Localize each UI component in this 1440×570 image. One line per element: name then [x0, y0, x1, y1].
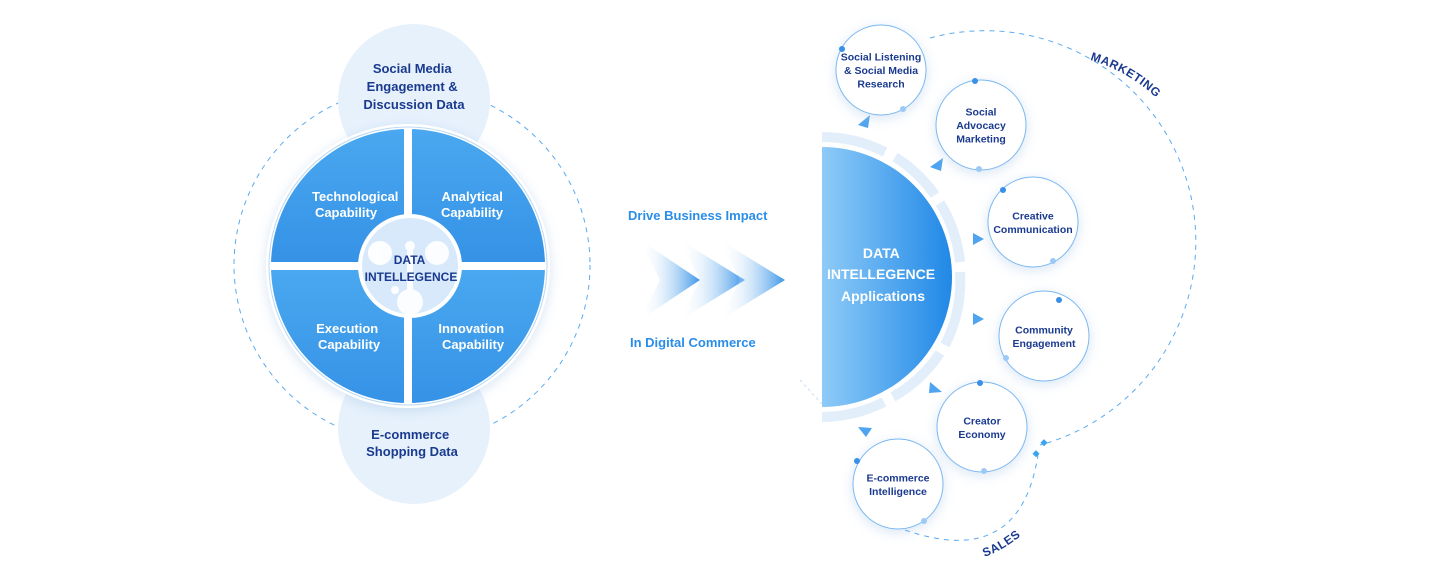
- arc-junction-marker: [1040, 439, 1048, 447]
- arrow-marker-icon: [858, 115, 870, 128]
- orbit-dot: [921, 518, 927, 524]
- outer-dashed-ring: [233, 86, 591, 444]
- quadrant-label-analytical: Analytical Capability: [441, 189, 507, 220]
- group-label-marketing: MARKETING: [1089, 49, 1164, 100]
- orbit-dot: [854, 458, 860, 464]
- arrow-marker-icon: [973, 313, 984, 325]
- source-label-ecommerce: E-commerce Shopping Data: [366, 427, 458, 459]
- orbit-dot: [1056, 297, 1062, 303]
- orbit-dot: [900, 106, 906, 112]
- application-circle: [852, 438, 944, 530]
- quadrant-label-technological: Technological Capability: [312, 189, 402, 220]
- capability-plate-rim: [268, 126, 548, 406]
- application-circle: [998, 290, 1090, 382]
- chevron-arrow-2: [680, 240, 745, 320]
- orbit-dot: [1003, 355, 1009, 361]
- quadrant-label-innovation: Innovation Capability: [438, 321, 507, 352]
- center-hub-label: DATA INTELLEGENCE: [365, 253, 458, 284]
- arrow-markers: [858, 115, 984, 437]
- hub-segmented-ring: [821, 132, 966, 422]
- orbit-dot: [977, 380, 983, 386]
- orbit-dot: [976, 166, 982, 172]
- orbit-dot: [972, 78, 978, 84]
- group-label-sales: SALES: [980, 527, 1023, 560]
- arrow-marker-icon: [973, 233, 984, 245]
- arc-junction-marker-2: [1032, 450, 1040, 458]
- left-panel: Social Media Engagement & Discussion Dat…: [233, 24, 591, 504]
- sales-dashed-arc: [904, 454, 1039, 541]
- chevron-arrow-1: [640, 240, 700, 320]
- orbit-dot: [981, 468, 987, 474]
- arrow-marker-icon: [930, 158, 943, 171]
- source-label-social: Social Media Engagement & Discussion Dat…: [363, 61, 465, 112]
- orbit-dot: [839, 46, 845, 52]
- application-circle: [835, 24, 927, 116]
- hub-dashed-tail: [799, 379, 823, 405]
- quadrant-label-execution: Execution Capability: [316, 321, 382, 352]
- impact-label-top: Drive Business Impact: [628, 208, 768, 223]
- network-icon: [368, 241, 449, 315]
- middle-connector: Drive Business Impact In Digital Commerc…: [628, 208, 785, 350]
- applications-hub-label: DATA INTELLEGENCE Applications: [827, 245, 939, 304]
- application-circle: [987, 176, 1079, 268]
- impact-label-bottom: In Digital Commerce: [630, 335, 756, 350]
- arrow-marker-icon: [858, 427, 872, 437]
- applications-hub: [822, 147, 952, 407]
- marketing-dashed-arc: [929, 30, 1197, 446]
- orbit-dot: [1050, 258, 1056, 264]
- right-panel: MARKETING SALES DATA INTELLEGENCE Applic…: [799, 24, 1197, 560]
- arrow-marker-icon: [929, 382, 942, 393]
- orbit-dot: [1000, 187, 1006, 193]
- chevron-arrow-3: [720, 240, 785, 320]
